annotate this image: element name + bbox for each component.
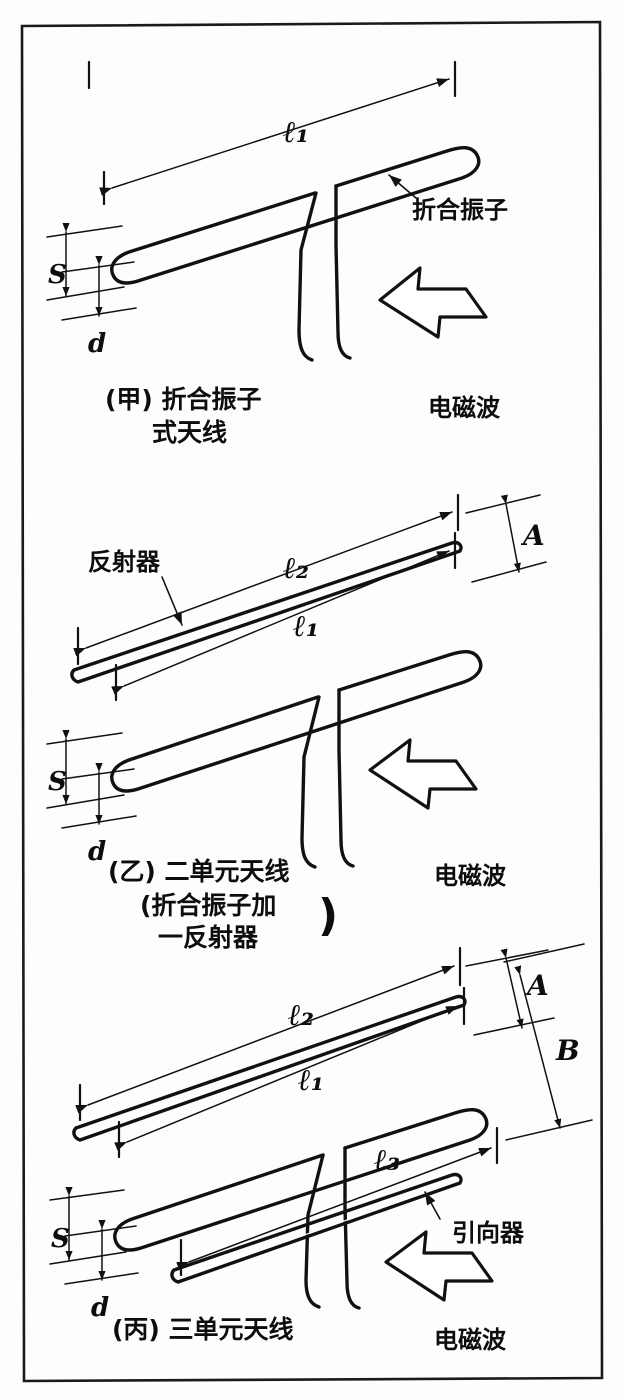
label-em-wave-c: 电磁波 [434,1326,507,1354]
label-l1-c: ℓ₁ [298,1063,324,1098]
label-l2-b: ℓ₂ [283,551,309,586]
caption-a-line2: 式天线 [152,418,227,447]
dimension-d-c [64,1220,139,1285]
leader-reflector-b [161,576,183,626]
label-em-wave-b: 电磁波 [434,862,507,890]
figure-border [20,20,604,1383]
dimension-S-c [49,1187,127,1265]
label-B-c: B [555,1034,580,1067]
panel-b: ℓ₂ 反射器 ℓ₁ [46,493,547,952]
caption-b-line2: (折合振子加 [140,891,276,920]
dimension-S-a [46,223,125,301]
caption-b-line3: 一反射器 [158,923,259,952]
leader-director-c [424,1191,441,1220]
label-l1-b: ℓ₁ [293,609,319,644]
caption-a-line1: (甲) 折合振子 [105,385,262,414]
feed-line-a [297,184,352,362]
label-S-c: S [51,1224,70,1254]
label-S-a: S [48,260,67,290]
caption-b-paren-close: ) [318,890,338,941]
label-l1-a: ℓ₁ [283,115,309,150]
label-director-c: 引向器 [452,1219,525,1247]
label-d-a: d [88,329,106,359]
label-l2-c: ℓ₂ [288,998,314,1033]
label-d-b: d [88,837,106,867]
dimension-S-b [46,730,125,809]
em-wave-arrow-c [384,1230,494,1302]
label-reflector-b: 反射器 [88,548,161,576]
folded-dipole-element-c [113,1107,489,1252]
dimension-l2-c [75,946,462,1122]
label-folded-dipole-a: 折合振子 [412,196,508,224]
panel-c: ℓ₂ ℓ₁ [49,943,593,1354]
label-d-c: d [91,1293,109,1323]
feed-line-c [304,1146,361,1310]
panel-a: ℓ₁ S [46,60,508,447]
dimension-d-b [61,763,137,829]
leader-folded-dipole-a [388,174,417,199]
label-l3-c: ℓ₃ [374,1143,400,1178]
dimension-l1-c [114,986,466,1159]
caption-b-line1: (乙) 二单元天线 [108,857,290,886]
label-S-b: S [48,767,67,797]
dimension-l1-b [111,531,457,702]
caption-c-line1: (丙) 三单元天线 [112,1315,294,1344]
dimension-l3-c [176,1126,499,1277]
dimension-d-a [61,256,137,321]
label-em-wave-a: 电磁波 [428,394,501,422]
dimension-l2-b [73,493,460,666]
folded-dipole-element-b [110,649,483,793]
dimension-B-c [503,943,593,1141]
feed-line-b [300,688,355,869]
label-A-b: A [520,519,545,552]
reflector-element-c [72,994,467,1142]
dimension-A-b [465,494,547,583]
dimension-l1-a [99,60,457,206]
label-A-c: A [524,969,549,1002]
em-wave-arrow-b [368,738,478,810]
em-wave-arrow-a [378,266,488,339]
